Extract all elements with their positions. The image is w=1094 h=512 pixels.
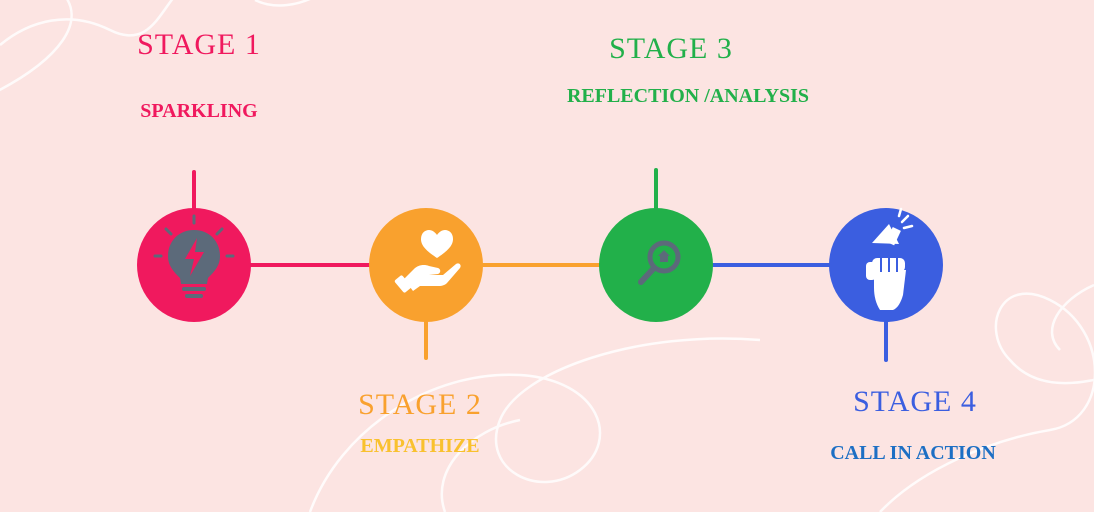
stage-2-title: STAGE 2: [358, 388, 482, 421]
stage-4-node: [829, 207, 943, 322]
connector-lines: [192, 168, 888, 362]
stage-2-node: [369, 208, 483, 322]
stage-1-title: STAGE 1: [137, 28, 261, 61]
lightbulb-icon: [153, 214, 235, 298]
stage-2-subtitle: EMPATHIZE: [360, 435, 480, 457]
megaphone-fist-icon: [866, 207, 914, 310]
stage-3-node: [599, 208, 713, 322]
stage-4-subtitle: CALL IN ACTION: [830, 442, 996, 464]
stage-1-node: [137, 208, 251, 322]
stage-3-subtitle: REFLECTION /ANALYSIS: [566, 85, 810, 107]
stage-1-subtitle: SPARKLING: [140, 100, 258, 122]
magnifier-icon: [638, 240, 681, 285]
heart-hand-icon: [394, 230, 461, 293]
stage-4-title: STAGE 4: [853, 385, 977, 418]
stage-3-title: STAGE 3: [609, 32, 733, 65]
